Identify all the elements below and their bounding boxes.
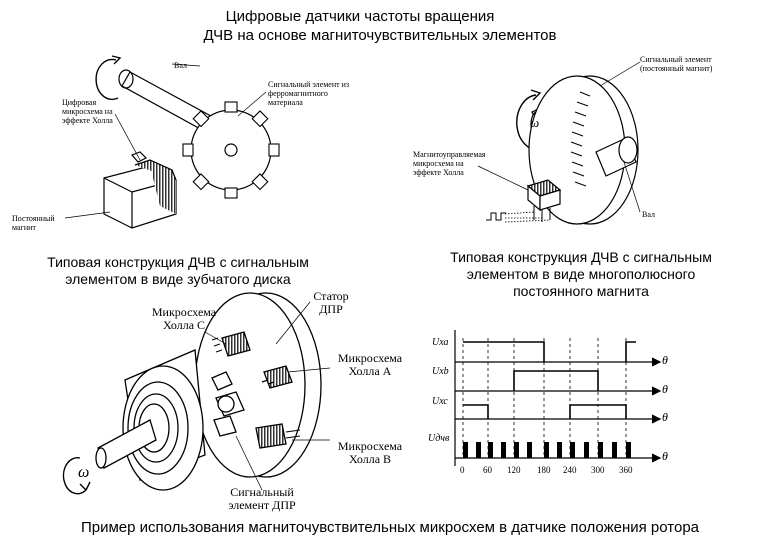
hall-chip-b-part xyxy=(255,423,301,449)
toothed-disk-illustration xyxy=(64,55,280,229)
tick-60: 60 xyxy=(483,465,492,475)
signal-element-rotor xyxy=(211,371,245,437)
label-stator: Статор ДПР xyxy=(313,289,349,316)
tick-300: 300 xyxy=(591,465,605,475)
caption-multipole-magnet: Типовая конструкция ДЧВ с сигнальным эле… xyxy=(450,249,712,299)
magnetic-hall-chip xyxy=(504,179,562,223)
signal-uxb xyxy=(513,370,599,391)
tick-0: 0 xyxy=(460,465,465,475)
label-shaft-tr: Вал xyxy=(642,210,655,219)
magnet-poles xyxy=(570,91,591,187)
tick-360: 360 xyxy=(619,465,633,475)
label-shaft-tl: Вал xyxy=(174,61,187,70)
timing-diagram xyxy=(454,330,662,466)
label-signal-element-tl: Сигнальный элемент из ферромагнитного ма… xyxy=(268,80,350,107)
label-signal-element-tr: Сигнальный элемент (постоянный магнит) xyxy=(640,55,713,73)
signal-label-udchv: Uдчв xyxy=(428,433,450,444)
label-magnetic-chip: Магнитоуправляемая микросхема на эффекте… xyxy=(413,150,486,177)
toothed-disk xyxy=(182,101,280,199)
label-permanent-magnet: Постоянный магнит xyxy=(12,214,55,232)
label-hall-b: Микросхема Холла B xyxy=(337,439,403,466)
signal-uxc xyxy=(463,404,489,419)
label-hall-chip-tl: Цифровая микросхема на эффекте Холла xyxy=(62,98,113,125)
theta-label-3: θ xyxy=(662,410,668,424)
theta-label-4: θ xyxy=(662,449,668,463)
title-line-2: ДЧВ на основе магниточувствительных элем… xyxy=(203,27,557,44)
multipole-magnet-illustration xyxy=(477,61,641,225)
footer-caption: Пример использования магниточувствительн… xyxy=(80,519,700,536)
tick-180: 180 xyxy=(537,465,551,475)
signal-label-uxa: Uха xyxy=(432,337,449,348)
theta-label-2: θ xyxy=(662,382,668,396)
hall-chip-a-part xyxy=(261,365,293,389)
signal-uxa xyxy=(463,341,545,362)
hall-chip-c-part xyxy=(211,331,251,357)
hall-sensor-block xyxy=(103,151,177,229)
caption-toothed-disk: Типовая конструкция ДЧВ с сигнальным эле… xyxy=(47,254,309,287)
tick-240: 240 xyxy=(563,465,577,475)
label-omega-bl: ω xyxy=(78,464,90,481)
signal-label-uxb: Uхb xyxy=(432,366,449,377)
label-hall-a: Микросхема Холла A xyxy=(337,351,403,378)
signal-udchv-pulses xyxy=(463,442,631,458)
title-line-1: Цифровые датчики частоты вращения xyxy=(225,8,495,25)
label-signal-element-dpr: Сигнальный элемент ДПР xyxy=(228,485,296,512)
label-hall-c: Микросхема Холла C xyxy=(151,305,217,332)
signal-label-uxc: Uхс xyxy=(432,396,448,407)
rotor-position-sensor-illustration xyxy=(62,292,331,495)
tick-120: 120 xyxy=(507,465,521,475)
theta-label-1: θ xyxy=(662,353,668,367)
label-omega-tr: ω xyxy=(530,115,540,130)
